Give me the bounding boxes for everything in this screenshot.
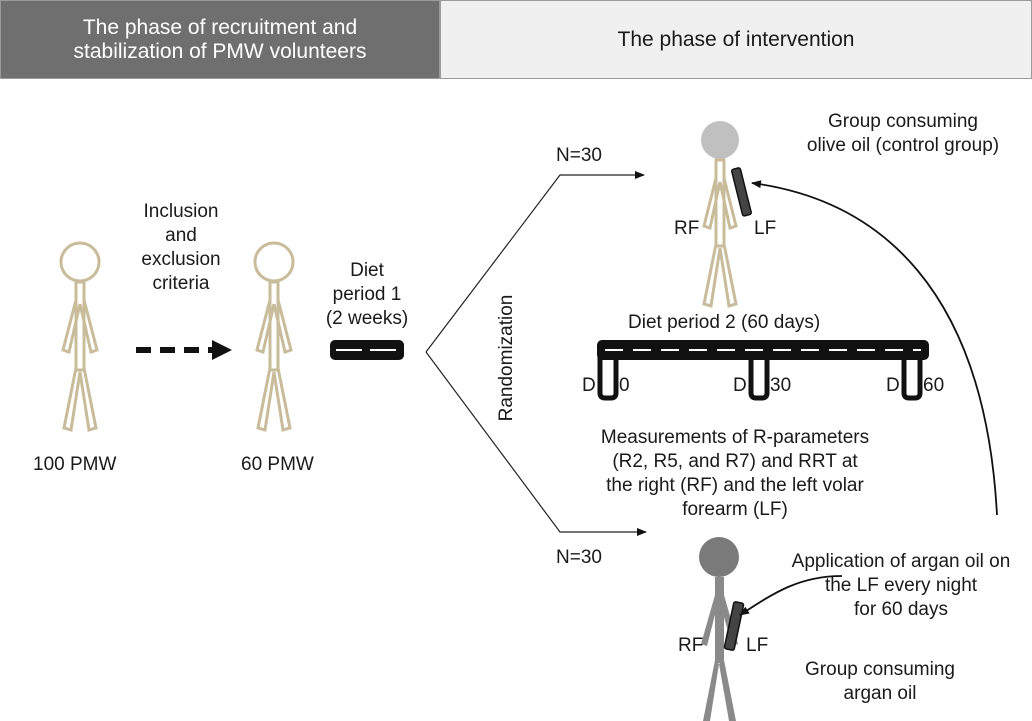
measurements-label: Measurements of R-parameters (R2, R5, an…: [575, 426, 895, 522]
application-line-1: Application of argan oil on: [791, 551, 1011, 572]
day-30-value: 30: [770, 375, 792, 396]
measurements-line-3: the right (RF) and the left volar: [606, 475, 864, 496]
argan-group-line-1: Group consuming: [805, 659, 955, 680]
phase-recruitment-line1: The phase of recruitment and: [82, 15, 358, 39]
measurements-line-2: (R2, R5, and R7) and RRT at: [612, 451, 858, 472]
n-top-label: N=30: [556, 145, 602, 166]
day-60-value: 60: [923, 375, 945, 396]
argan-group-label: Group consuming argan oil: [780, 658, 980, 706]
figure-60-pmw: [253, 241, 295, 432]
criteria-line-4: criteria: [152, 273, 210, 294]
criteria-line-2: and: [165, 225, 197, 246]
figure-argan-group: [699, 537, 745, 721]
measurements-line-1: Measurements of R-parameters: [600, 427, 870, 448]
diet-period-1-bar: [330, 340, 404, 360]
olive-rf-label: RF: [674, 218, 700, 239]
argan-rf-label: RF: [678, 635, 704, 656]
application-line-2: the LF every night: [824, 575, 978, 596]
application-curved-arrow: [751, 180, 998, 516]
phase-intervention-label: The phase of intervention: [617, 27, 855, 51]
day-60-d: D: [886, 375, 900, 396]
randomization-label: Randomization: [496, 294, 517, 422]
randomization-branches: [425, 171, 647, 536]
argan-application-pointer: [739, 575, 843, 616]
day-0-value: 0: [619, 375, 630, 396]
olive-group-line-1: Group consuming: [828, 111, 978, 132]
criteria-dashed-arrow: [136, 340, 232, 360]
day-60-marker: [901, 356, 923, 401]
criteria-line-3: exclusion: [141, 249, 221, 270]
olive-group-label: Group consuming olive oil (control group…: [783, 110, 1023, 158]
figure-100-pmw: [59, 241, 101, 432]
olive-group-line-2: olive oil (control group): [806, 135, 1000, 156]
application-line-3: for 60 days: [854, 599, 948, 620]
figure-olive-group: [701, 121, 752, 308]
diet-period-1-label: Diet period 1 (2 weeks): [317, 259, 417, 331]
day-30-d: D: [733, 375, 747, 396]
diet-period-2-bar: [597, 340, 929, 401]
day-0-marker: [597, 356, 619, 401]
argan-lf-label: LF: [746, 635, 769, 656]
day-30-marker: [748, 356, 770, 401]
measurements-line-4: forearm (LF): [682, 499, 788, 520]
criteria-label: Inclusion and exclusion criteria: [131, 200, 231, 296]
diet-period-1-line-3: (2 weeks): [325, 308, 409, 329]
diet-period-2-label: Diet period 2 (60 days): [628, 312, 821, 333]
phase-recruitment-header: The phase of recruitment and stabilizati…: [0, 0, 440, 79]
phase-recruitment-line2: stabilization of PMW volunteers: [73, 39, 367, 63]
argan-group-line-2: argan oil: [843, 683, 917, 704]
diet-period-1-line-1: Diet: [350, 260, 384, 281]
selected-pmw-label: 60 PMW: [241, 454, 314, 475]
initial-pmw-label: 100 PMW: [33, 454, 117, 475]
diet-period-1-line-2: period 1: [332, 284, 402, 305]
olive-lf-label: LF: [754, 218, 777, 239]
application-label: Application of argan oil on the LF every…: [770, 550, 1032, 622]
day-0-d: D: [582, 375, 596, 396]
criteria-line-1: Inclusion: [143, 201, 219, 222]
n-bottom-label: N=30: [556, 547, 602, 568]
